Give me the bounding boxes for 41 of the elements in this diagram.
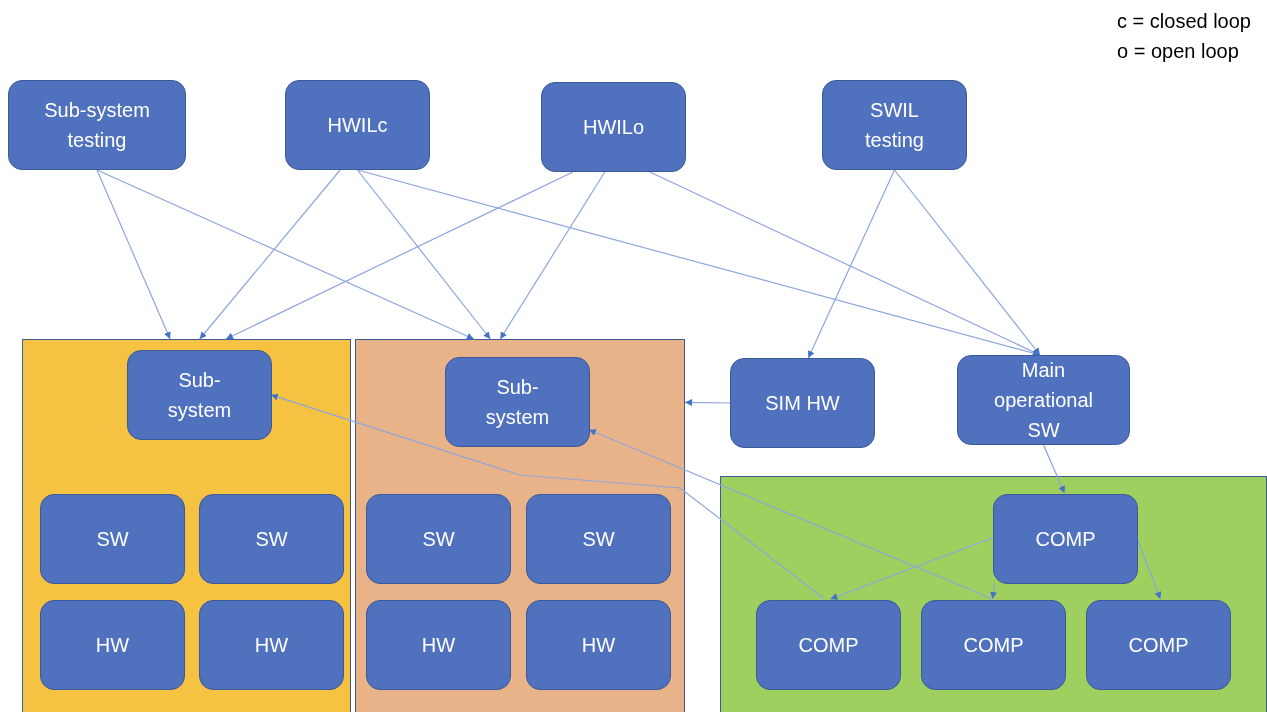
box-label: SW: [96, 527, 129, 552]
arrow: [990, 582, 997, 600]
box-label: HW: [95, 633, 130, 658]
box-label: SW: [582, 527, 615, 552]
box-label: Sub-system testing: [43, 98, 151, 153]
box-label: SW: [255, 527, 288, 552]
box-label: Main operational SW: [993, 358, 1094, 443]
arrow: [356, 169, 491, 340]
arrow: [1042, 444, 1066, 494]
box-label: HW: [581, 633, 616, 658]
box-label: HWILo: [582, 115, 645, 140]
arrow: [499, 171, 606, 340]
arrow: [270, 393, 826, 600]
box-label: COMP: [798, 633, 859, 658]
group-panel: [22, 339, 351, 712]
legend-note: c = closed loop: [1117, 9, 1251, 34]
arrow: [649, 171, 1041, 356]
group-panel: [720, 476, 1267, 712]
box-label: SW: [422, 527, 455, 552]
arrow: [96, 169, 475, 340]
box-label: COMP: [1128, 633, 1189, 658]
box-label: COMP: [963, 633, 1024, 658]
arrow: [893, 169, 1041, 356]
arrow: [225, 171, 574, 340]
arrow: [588, 429, 994, 600]
group-panel: [355, 339, 685, 712]
box-label: COMP: [1035, 527, 1096, 552]
box-label: HW: [421, 633, 456, 658]
box-label: HW: [254, 633, 289, 658]
arrow: [1136, 537, 1162, 600]
box-label: SWIL testing: [864, 98, 925, 153]
arrow: [199, 169, 341, 340]
box-label: HWILc: [327, 113, 388, 138]
box-label: SIM HW: [765, 391, 840, 416]
legend-note: o = open loop: [1117, 39, 1240, 64]
arrow: [96, 169, 171, 340]
box-label: Sub-system: [484, 375, 551, 430]
box-label: Sub-system: [166, 368, 233, 423]
arrow: [684, 399, 731, 406]
arrow: [829, 537, 993, 600]
arrow: [807, 169, 896, 359]
